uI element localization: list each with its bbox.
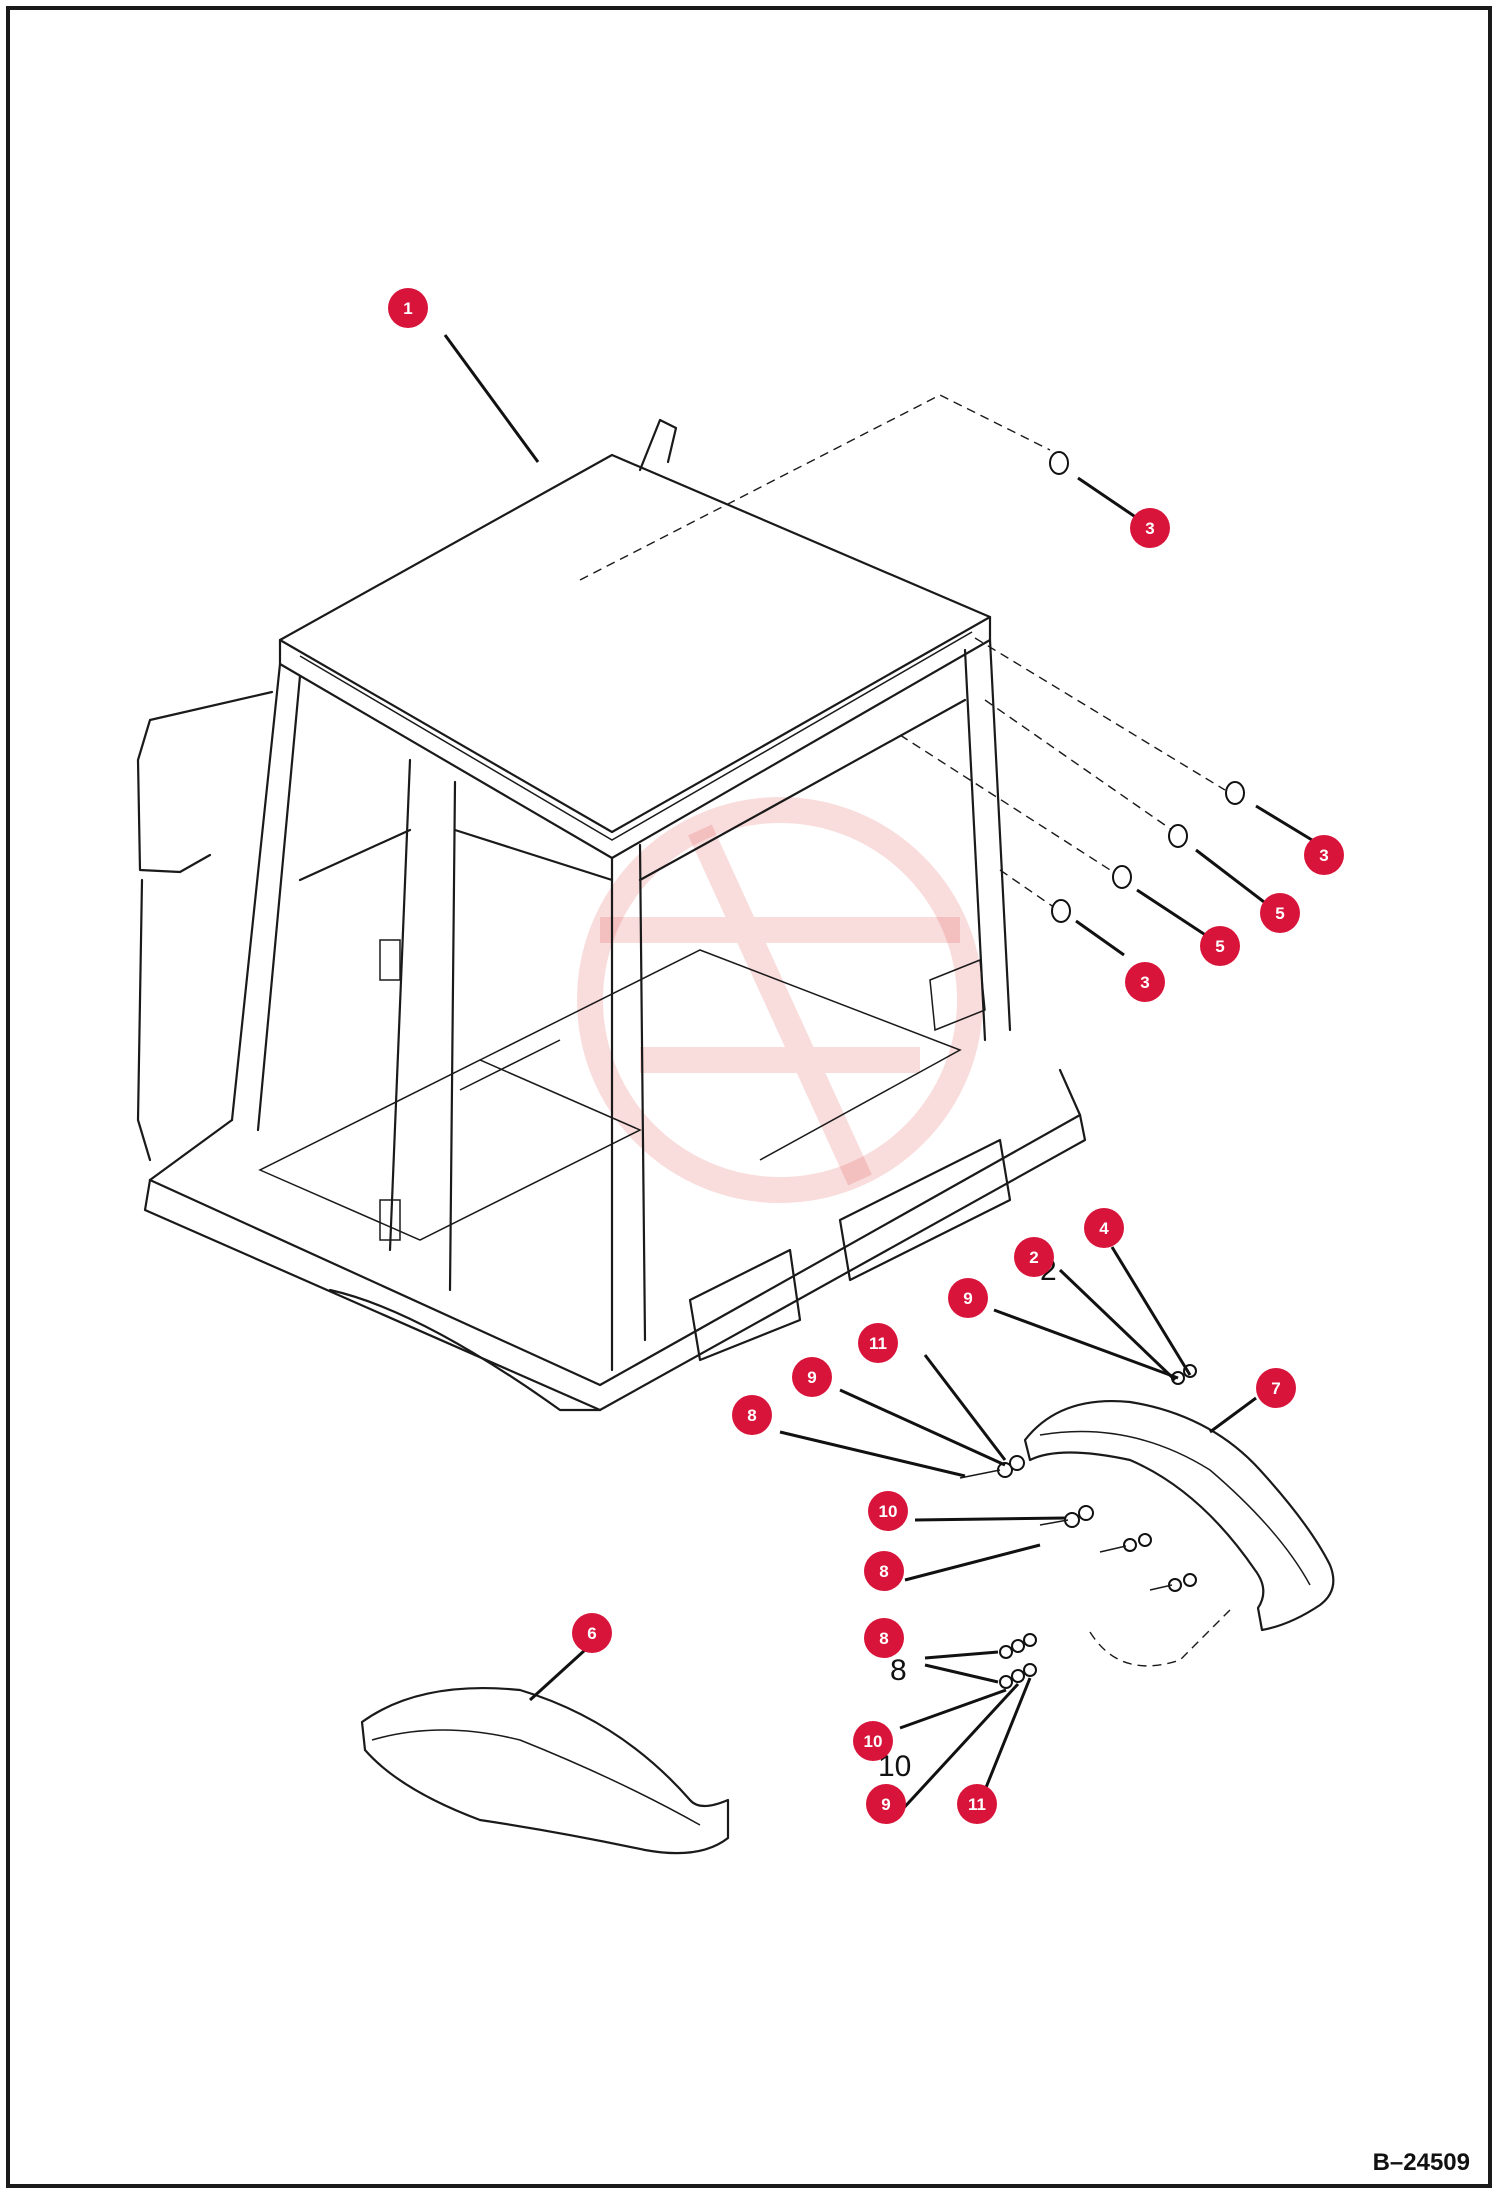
callout-4[interactable]: 4 [1084,1208,1124,1248]
callout-7[interactable]: 7 [1256,1368,1296,1408]
assembly-lines [579,394,1231,1667]
callout-9[interactable]: 9 [866,1784,906,1824]
callout-number: 8 [879,1629,888,1648]
callout-badge [864,1618,904,1658]
leader-lines [443,334,1313,1814]
callout-badge [853,1721,893,1761]
callout-number: 1 [403,299,412,318]
callout-number: 2 [1029,1248,1038,1267]
callout-number: 6 [587,1624,596,1643]
callout-11[interactable]: 11 [957,1784,997,1824]
callout-number: 8 [747,1406,756,1425]
hardware-nuts [959,451,1245,1689]
callout-10[interactable]: 10 [868,1491,908,1531]
callout-badge [1200,926,1240,966]
callout-number: 11 [869,1334,887,1353]
callout-number: 3 [1140,973,1149,992]
callout-11[interactable]: 11 [858,1323,898,1363]
callout-badge [388,288,428,328]
callout-9[interactable]: 9 [948,1278,988,1318]
callout-5[interactable]: 5 [1260,893,1300,933]
cab-frame [136,418,1087,1412]
callout-number: 5 [1275,904,1284,923]
callout-number: 9 [963,1289,972,1308]
callout-number: 10 [864,1732,883,1751]
callout-badge [1125,962,1165,1002]
callout-6[interactable]: 6 [572,1613,612,1653]
callout-number: 9 [807,1368,816,1387]
callout-badge [1260,893,1300,933]
callout-badge [1084,1208,1124,1248]
callout-badge [948,1278,988,1318]
callout-8[interactable]: 8 [732,1395,772,1435]
callout-3[interactable]: 3 [1125,962,1165,1002]
callout-number: 3 [1145,519,1154,538]
callout-1[interactable]: 1 [388,288,428,328]
fender-right [1023,1400,1335,1632]
callout-badge [957,1784,997,1824]
callout-10[interactable]: 10 [853,1721,893,1761]
callout-badge [864,1551,904,1591]
callout-number: 11 [968,1795,986,1814]
callout-badge [1304,835,1344,875]
callout-8[interactable]: 8 [864,1551,904,1591]
drawing-number: B–24509 [1373,2149,1470,2176]
callout-3[interactable]: 3 [1130,508,1170,548]
callout-number: 9 [881,1795,890,1814]
callout-badge [858,1323,898,1363]
callout-number: 3 [1319,846,1328,865]
callout-3[interactable]: 3 [1304,835,1344,875]
callout-8[interactable]: 8 [864,1618,904,1658]
callout-badge [1130,508,1170,548]
callout-badge [868,1491,908,1531]
callout-number: 7 [1271,1379,1280,1398]
callout-2[interactable]: 2 [1014,1237,1054,1277]
callout-badge [792,1357,832,1397]
callout-number: 5 [1215,937,1224,956]
callout-badge [732,1395,772,1435]
callout-badge [866,1784,906,1824]
fender-left [360,1687,730,1855]
watermark-logo [577,797,983,1203]
callout-9[interactable]: 9 [792,1357,832,1397]
page-frame [6,6,1492,2188]
callout-number: 10 [879,1502,898,1521]
callout-5[interactable]: 5 [1200,926,1240,966]
callout-badge [1014,1237,1054,1277]
callout-number: 4 [1099,1219,1109,1238]
callout-badge [572,1613,612,1653]
callout-badge [1256,1368,1296,1408]
reference-label: 8 [890,1654,907,1687]
callout-number: 8 [879,1562,888,1581]
